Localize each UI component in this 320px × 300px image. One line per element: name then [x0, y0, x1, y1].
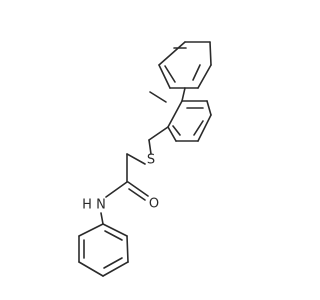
methyl-bond	[149, 91, 167, 103]
oxygen-atom-label: O	[149, 197, 159, 212]
nitrogen-to-phenyl-bond	[100, 212, 104, 225]
nitrogen-atom-label: N	[96, 198, 106, 213]
ch2-to-sulfur-bond	[148, 139, 152, 155]
hydrogen-atom-label: H	[82, 198, 92, 213]
molecule-diagram: S O H N	[78, 41, 212, 277]
carbonyl-to-nitrogen-bond	[105, 181, 128, 198]
middle-benzene-ring	[167, 100, 212, 142]
carbonyl-double-bond-outer	[127, 181, 149, 197]
amide-nh-label: H N	[82, 198, 106, 213]
sulfur-atom-label: S	[147, 153, 155, 168]
top-phenyl-ring	[158, 41, 212, 89]
bottom-phenyl-ring	[78, 223, 129, 277]
biaryl-bond	[181, 87, 186, 102]
sulfur-to-ch2-bond	[126, 153, 146, 165]
carbonyl-double-bond-inner	[128, 188, 146, 201]
ring-to-ch2-bond	[148, 126, 169, 141]
